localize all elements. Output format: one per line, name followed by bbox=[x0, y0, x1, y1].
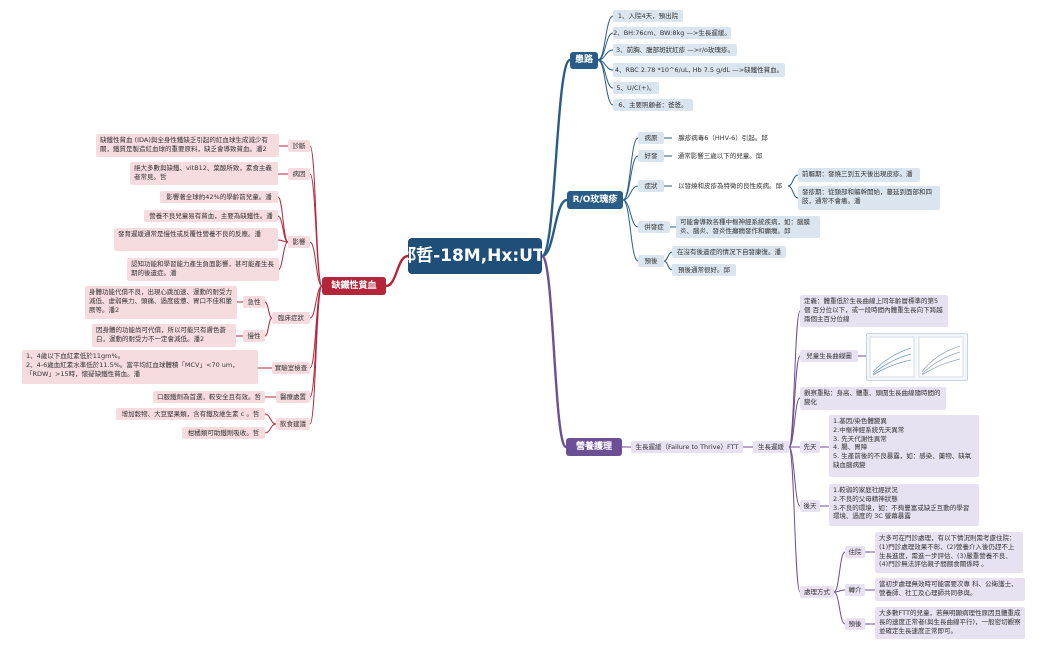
connector bbox=[788, 397, 801, 448]
growth-delay-label[interactable]: 生長遲緩 bbox=[753, 441, 789, 453]
connector bbox=[309, 241, 323, 287]
connector bbox=[309, 285, 323, 425]
anemia-impact[interactable]: 影響著全球約42%的學齡前兒童。潘 bbox=[160, 191, 278, 203]
connector bbox=[787, 185, 799, 199]
root-topic[interactable]: 邱哲-18M,Hx:UTI bbox=[408, 238, 542, 274]
referral-label[interactable]: 轉介 bbox=[845, 584, 865, 596]
connector bbox=[264, 317, 273, 337]
anemia-cause-label[interactable]: 病因 bbox=[288, 168, 310, 180]
connector bbox=[622, 199, 639, 262]
ftt-definition[interactable]: 定義：體重低於生長曲線上同年齡層標準的第5個 百分位以下，或一段時間內體重生長向… bbox=[800, 295, 948, 327]
connector bbox=[264, 301, 273, 319]
growth-chart-image bbox=[866, 333, 968, 381]
connector bbox=[541, 198, 568, 258]
anemia-treatment-label[interactable]: 醫療處置 bbox=[276, 391, 310, 403]
approach-label[interactable]: 處理方式 bbox=[800, 586, 834, 598]
congenital-label[interactable]: 先天 bbox=[800, 441, 820, 453]
anemia-chronic-label[interactable]: 慢性 bbox=[243, 330, 265, 342]
roseola-cause-label[interactable]: 病原 bbox=[638, 132, 664, 144]
connector bbox=[277, 196, 289, 243]
connector bbox=[540, 58, 572, 258]
anemia-diagnosis[interactable]: 缺鐵性貧血 (IDA)與全身性鐵缺乏引起的紅血球生成減少有關，鐵質是製造紅血球的… bbox=[96, 134, 279, 157]
connector bbox=[309, 173, 323, 287]
anemia-impact[interactable]: 營養不良兒童易有貧血，主要為缺鐵性。潘 bbox=[144, 210, 278, 222]
connector bbox=[385, 254, 409, 288]
congenital-causes[interactable]: 1.基因/染色體變異 2.中樞神經系統先天異常 3. 先天代謝性異常 4. 腸、… bbox=[829, 415, 979, 477]
branch-nutrition[interactable]: 營養護理 bbox=[566, 438, 622, 456]
anemia-diagnosis-label[interactable]: 診斷 bbox=[288, 140, 310, 152]
roseola-early[interactable]: 前驅期：發燒三到五天後出現皮疹。潘 bbox=[798, 168, 920, 182]
acquired-label[interactable]: 後天 bbox=[800, 500, 820, 512]
connector bbox=[597, 49, 614, 61]
anemia-acute[interactable]: 身體功能代償不良，出現心跳加速、運動的耐受力減低、虛弱無力、頭痛、過度疲憊、胃口… bbox=[85, 286, 237, 319]
connector bbox=[277, 215, 289, 243]
anemia-impact-label[interactable]: 影響 bbox=[288, 236, 310, 248]
anemia-lab[interactable]: 1、4歲以下血紅素低於11gm%。 2、4-6歲血紅素水準低於11.5%。當平均… bbox=[22, 350, 258, 384]
branch-roseola[interactable]: R/O玫瑰疹 bbox=[567, 191, 623, 209]
anemia-clinical-label[interactable]: 臨床症狀 bbox=[272, 312, 310, 324]
connector bbox=[622, 199, 639, 228]
ftt-observation[interactable]: 觀察重點：身高、體重、頭圍生長曲線隨時間的變化 bbox=[800, 387, 946, 410]
patient-item[interactable]: 4、RBC 2.78 *10^6/uL, Hb 7.5 g/dL —>缺鐵性貧血… bbox=[613, 63, 785, 77]
connector bbox=[597, 59, 614, 106]
patient-item[interactable]: 3、前胸、腹部斑狀紅疹 —>r/o玫瑰疹。 bbox=[613, 44, 737, 56]
connector bbox=[788, 446, 801, 593]
connector bbox=[264, 423, 277, 434]
hospitalization-criteria[interactable]: 大多可在門診處理，有以下情況則需考慮住院：(1)門診處理效果不彰、(2)營養介入… bbox=[875, 532, 1023, 573]
roseola-prognosis[interactable]: 預後通常很好。邱 bbox=[672, 264, 736, 276]
connector bbox=[264, 413, 277, 425]
connector bbox=[663, 260, 673, 271]
roseola-symptom: 以發燒和皮疹為特徵的良性疾病。邱 bbox=[678, 181, 782, 190]
connector bbox=[622, 155, 639, 201]
branch-patient[interactable]: 患路 bbox=[570, 52, 598, 69]
roseola-onset-label[interactable]: 好發 bbox=[638, 150, 664, 162]
anemia-cause[interactable]: 絕大多數與缺鐵、vitB12、葉酸所致，素食主義者常見。哲 bbox=[130, 162, 278, 185]
connector bbox=[788, 446, 801, 507]
roseola-prognosis[interactable]: 在沒有後遺症的情況下自發康復。潘 bbox=[672, 246, 786, 258]
anemia-impact[interactable]: 發育遲緩通常是慢性或反覆性營養不良的反應。潘 bbox=[114, 228, 278, 251]
hospitalization-label[interactable]: 住院 bbox=[845, 546, 865, 558]
anemia-diet[interactable]: 柑橘類可助鐵劑吸收。哲 bbox=[182, 427, 265, 439]
roseola-rash[interactable]: 發疹期：從頸部和軀幹開始，蔓延到面部和四肢，通常不會癢。潘 bbox=[798, 186, 940, 210]
patient-item[interactable]: 5、U/C(+)。 bbox=[613, 82, 659, 94]
connector bbox=[622, 185, 639, 201]
connector bbox=[277, 239, 289, 243]
referral-note[interactable]: 當初步處理無效時可能需要次專 科、公衛護士、營養師、社工及心理師共同參與。 bbox=[875, 578, 1025, 601]
growth-chart-label[interactable]: 兒童生長曲線圖 bbox=[800, 350, 858, 362]
connector bbox=[540, 254, 568, 449]
anemia-chronic[interactable]: 因身體的功能尚可代償，所以可能只有膚色蒼白，運動的耐受力不一定會減低。潘2 bbox=[92, 324, 236, 347]
roseola-complication[interactable]: 可能會導致各種中樞神經系統疾病，如：腦膜炎、腦炎、發炎性癲癇發作和癲癇。邱 bbox=[676, 216, 820, 238]
connector bbox=[787, 174, 799, 187]
ftt-prognosis-label[interactable]: 預後 bbox=[845, 618, 865, 630]
anemia-diet[interactable]: 增加穀物、大豆堅果類，含有鐵及維生素 c 。哲 bbox=[116, 408, 265, 420]
connector bbox=[597, 32, 614, 61]
anemia-diet-label[interactable]: 飲食建議 bbox=[276, 418, 310, 430]
patient-item[interactable]: 6、主要照顧者：爸爸。 bbox=[613, 99, 693, 111]
connector bbox=[597, 15, 614, 61]
growth-curves-icon bbox=[869, 336, 964, 378]
roseola-onset: 通常影響三歲以下的兒童。邱 bbox=[677, 151, 763, 160]
anemia-acute-label[interactable]: 急性 bbox=[243, 296, 265, 308]
connector bbox=[833, 591, 846, 625]
connector bbox=[833, 551, 846, 593]
patient-item[interactable]: 1、入院4天，預出院 bbox=[613, 10, 683, 22]
patient-item[interactable]: 2、BH:76cm、BW:8kg —>生長遲緩。 bbox=[613, 27, 731, 39]
branch-anemia[interactable]: 缺鐵性貧血 bbox=[322, 277, 386, 295]
roseola-prognosis-label[interactable]: 預後 bbox=[638, 255, 664, 267]
connector bbox=[622, 137, 639, 201]
acquired-causes[interactable]: 1.較弱的家庭社經狀況 2.不良的父母精神狀態 3.不良的環境，如：不夠豐富或缺… bbox=[829, 484, 979, 526]
roseola-complication-label[interactable]: 併發症 bbox=[638, 221, 670, 233]
connector bbox=[663, 251, 673, 262]
roseola-symptom-label[interactable]: 症狀 bbox=[638, 180, 664, 192]
ftt-label[interactable]: 生長遲緩（Failure to Thrive）FTT bbox=[631, 441, 743, 453]
roseola-cause: 腺疹病毒6（HHV-6）引起。邱 bbox=[678, 133, 768, 142]
ftt-prognosis[interactable]: 大多數FTT的兒童，若無明顯病理性原因且體重成長的速度正常者(與生長曲線平行)，… bbox=[875, 607, 1025, 639]
anemia-impact[interactable]: 認知功能和學習能力產生負面影響，甚可能產生長期的後遺症。潘 bbox=[127, 258, 279, 281]
connector bbox=[833, 589, 846, 593]
anemia-lab-label[interactable]: 實驗室檢查 bbox=[272, 362, 310, 374]
connector bbox=[277, 241, 289, 271]
anemia-treatment[interactable]: 口服鐵劑為首選，較安全且有效。哲 bbox=[153, 391, 265, 403]
